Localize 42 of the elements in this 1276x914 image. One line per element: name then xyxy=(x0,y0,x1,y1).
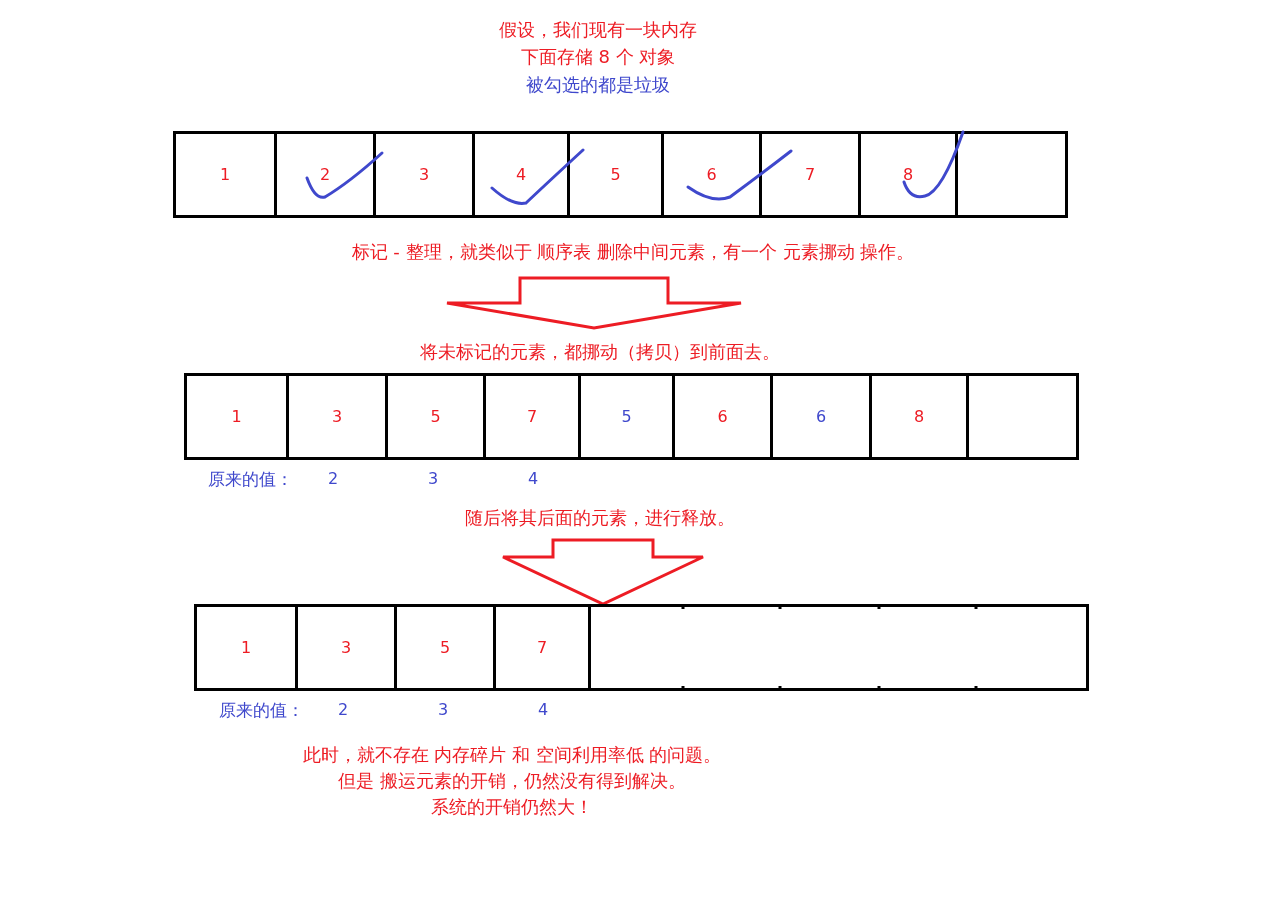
note-text: 原来的值： xyxy=(208,468,293,491)
cell-value: 7 xyxy=(804,166,816,183)
cell-value: 1 xyxy=(240,639,252,656)
cell-value: 7 xyxy=(526,408,538,425)
cell-value: 5 xyxy=(621,408,632,425)
cell-value: 5 xyxy=(439,639,451,656)
step-caption: 标记 - 整理，就类似于 顺序表 删除中间元素，有一个 元素挪动 操作。 xyxy=(351,240,915,264)
step-caption: 将未标记的元素，都挪动（拷贝）到前面去。 xyxy=(420,340,780,364)
original-value: 2 xyxy=(327,468,339,490)
cell-value: 3 xyxy=(331,408,343,425)
original-value: 3 xyxy=(427,468,439,490)
original-value: 4 xyxy=(527,468,539,490)
note-text: 下面存储 8 个 对象 xyxy=(520,45,676,69)
note-text: 被勾选的都是垃圾 xyxy=(526,73,670,97)
cell-value: 5 xyxy=(430,408,441,425)
cell-value: 3 xyxy=(418,166,430,183)
step-caption: 随后将其后面的元素，进行释放。 xyxy=(465,506,735,530)
original-value: 3 xyxy=(437,699,449,721)
cell-value: 6 xyxy=(717,408,728,425)
cell-value: 8 xyxy=(913,408,925,425)
memory-block xyxy=(173,131,1068,218)
cell-value: 2 xyxy=(319,166,331,183)
note-text: 原来的值： xyxy=(219,699,304,722)
cell-value: 6 xyxy=(706,166,717,183)
cell-value: 4 xyxy=(515,166,527,183)
note-text: 系统的开销仍然大！ xyxy=(431,795,593,819)
memory-block xyxy=(194,604,1089,691)
cell-value: 1 xyxy=(219,166,231,183)
block-arrow xyxy=(445,276,743,330)
note-text: 此时，就不存在 内存碎片 和 空间利用率低 的问题。 xyxy=(302,743,722,767)
original-value: 2 xyxy=(337,699,349,721)
note-text: 假设，我们现有一块内存 xyxy=(499,18,697,42)
memory-block xyxy=(184,373,1079,460)
cell-value: 1 xyxy=(231,408,242,425)
cell-value: 6 xyxy=(815,408,827,425)
block-arrow xyxy=(501,538,705,606)
cell-value: 5 xyxy=(610,166,621,183)
cell-value: 8 xyxy=(902,166,914,183)
original-value: 4 xyxy=(537,699,549,721)
cell-value: 7 xyxy=(536,639,548,656)
note-text: 但是 搬运元素的开销，仍然没有得到解决。 xyxy=(338,769,686,793)
cell-value: 3 xyxy=(340,639,352,656)
